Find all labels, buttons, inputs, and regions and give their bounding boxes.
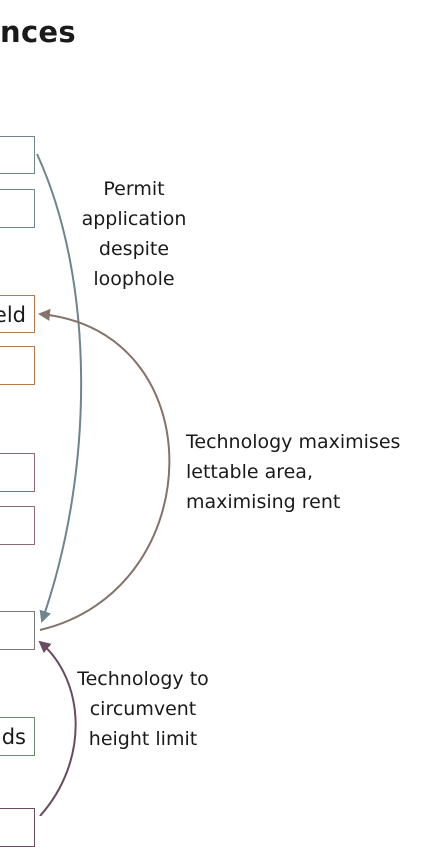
- diagram-node: ds: [0, 717, 35, 756]
- diagram-node: [0, 136, 35, 174]
- technology-height-label-line: circumvent: [89, 698, 197, 720]
- page-title: nces: [0, 15, 76, 49]
- diagram-node: [0, 346, 35, 385]
- technology-rent-label-line: maximising rent: [186, 491, 341, 513]
- technology-rent-label-line: Technology maximises: [186, 431, 401, 453]
- technology-height-label-line: height limit: [88, 728, 198, 750]
- permit-arrow: [36, 153, 83, 623]
- diagram-node: [0, 506, 35, 545]
- permit-label-line: despite: [98, 238, 170, 260]
- technology-rent-label: Technology maximises lettable area, maxi…: [186, 427, 424, 517]
- diagram-node: [0, 189, 35, 228]
- permit-label-line: application: [81, 208, 187, 230]
- permit-label: Permit application despite loophole: [70, 174, 198, 294]
- permit-label-line: Permit: [103, 178, 165, 200]
- technology-height-label-line: Technology to: [77, 668, 209, 690]
- technology-rent-label-line: lettable area,: [186, 461, 313, 483]
- diagram-node: [0, 611, 35, 650]
- diagram-node: eld: [0, 295, 35, 333]
- connector-arrows: [36, 153, 171, 816]
- permit-label-line: loophole: [93, 268, 175, 290]
- technology-rent-arrow: [38, 308, 171, 631]
- technology-height-label: Technology to circumvent height limit: [66, 664, 220, 754]
- diagram-node: [0, 453, 35, 492]
- technology-height-arrow: [38, 640, 77, 816]
